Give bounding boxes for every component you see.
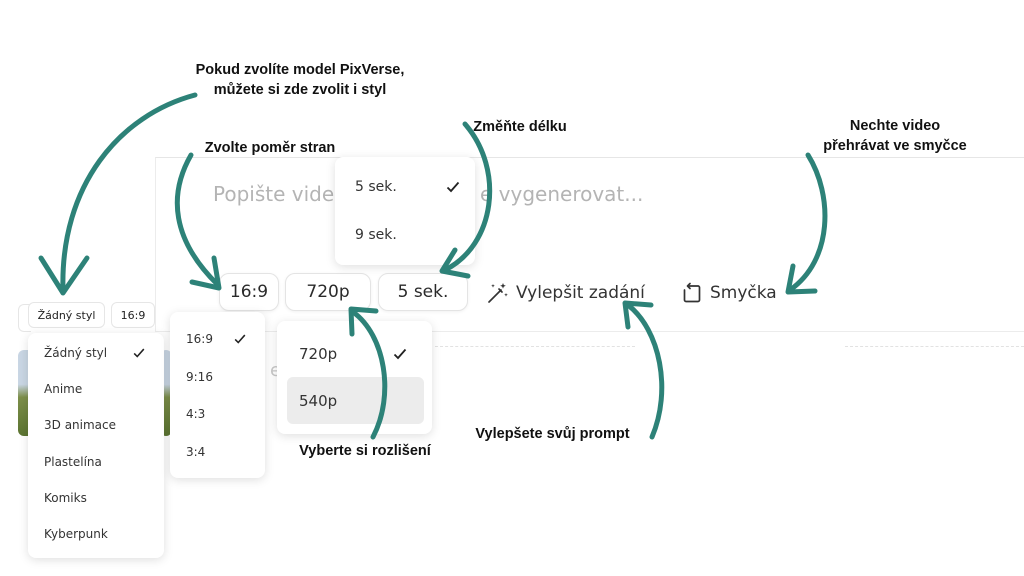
arrowhead-resolution <box>348 306 379 337</box>
check-icon <box>393 348 407 360</box>
check-icon <box>446 181 460 193</box>
resolution-option-label: 720p <box>299 345 338 363</box>
background-fragment: e <box>270 360 282 381</box>
aspect-option-3-4[interactable]: 3:4 <box>170 442 265 462</box>
style-option-3d-animation[interactable]: 3D animace <box>28 415 164 435</box>
resolution-option-540p[interactable]: 540p <box>287 377 424 424</box>
prompt-placeholder-left: Popište vide <box>213 182 335 206</box>
aspect-ratio-value: 16:9 <box>229 282 269 302</box>
arrowhead-loop <box>785 263 818 295</box>
aspect-option-label: 3:4 <box>186 445 206 459</box>
style-option-none[interactable]: Žádný styl <box>28 343 164 363</box>
aspect-option-4-3[interactable]: 4:3 <box>170 404 265 424</box>
prompt-input[interactable]: Popište vide <box>213 182 334 206</box>
style-menu: Žádný styl Anime 3D animace Plastelína K… <box>28 333 164 558</box>
arrow-enhance <box>625 302 665 440</box>
style-option-clay[interactable]: Plastelína <box>28 452 164 472</box>
duration-option-5s[interactable]: 5 sek. <box>335 175 475 199</box>
style-button[interactable]: Žádný styl <box>28 302 105 328</box>
annotation-loop-line2: přehrávat ve smyčce <box>823 138 967 154</box>
divider <box>435 346 635 347</box>
aspect-option-label: 16:9 <box>186 332 213 346</box>
small-aspect-ratio-button[interactable]: 16:9 <box>111 302 155 328</box>
annotation-resolution: Vyberte si rozlišení <box>299 443 431 459</box>
style-option-label: Komiks <box>44 491 87 505</box>
style-value: Žádný styl <box>37 308 96 322</box>
loop-icon <box>683 282 701 303</box>
arrow-aspect <box>174 152 221 288</box>
duration-option-9s[interactable]: 9 sek. <box>335 223 475 247</box>
duration-option-label: 9 sek. <box>355 227 397 243</box>
resolution-button[interactable]: 720p <box>285 273 371 311</box>
resolution-option-720p[interactable]: 720p <box>277 341 432 367</box>
resolution-option-label: 540p <box>299 391 338 410</box>
arrow-resolution <box>350 309 388 440</box>
style-option-comic[interactable]: Komiks <box>28 488 164 508</box>
enhance-prompt-button[interactable]: Vylepšit zadání <box>486 281 645 305</box>
arrow-style <box>60 92 198 293</box>
style-option-label: Plastelína <box>44 455 102 469</box>
resolution-value: 720p <box>306 282 350 302</box>
duration-value: 5 sek. <box>397 282 449 302</box>
aspect-option-9-16[interactable]: 9:16 <box>170 367 265 387</box>
arrowhead-duration <box>439 247 471 279</box>
loop-button[interactable]: Smyčka <box>680 281 777 305</box>
prompt-placeholder-right: e vygenerovat... <box>480 182 643 206</box>
arrowhead-aspect <box>189 255 222 291</box>
style-option-anime[interactable]: Anime <box>28 379 164 399</box>
annotation-aspect: Zvolte poměr stran <box>204 140 336 156</box>
aspect-option-16-9[interactable]: 16:9 <box>170 329 265 349</box>
duration-menu: 5 sek. 9 sek. <box>335 157 475 265</box>
style-option-cyberpunk[interactable]: Kyberpunk <box>28 524 164 544</box>
annotation-style-line2: můžete si zde zvolit i styl <box>213 82 387 98</box>
prompt-placeholder-right-text: e vygenerovat... <box>480 182 644 206</box>
small-aspect-ratio-value: 16:9 <box>120 308 146 322</box>
annotation-loop-line1: Nechte video <box>849 118 941 134</box>
style-option-label: Anime <box>44 382 83 396</box>
aspect-option-label: 4:3 <box>186 407 206 421</box>
divider <box>845 346 1024 347</box>
arrowhead-style <box>38 255 90 296</box>
aspect-option-label: 9:16 <box>186 370 213 384</box>
annotation-duration: Změňte délku <box>473 119 567 135</box>
check-icon <box>234 334 246 344</box>
arrow-loop <box>787 152 828 293</box>
arrow-duration <box>442 121 493 273</box>
annotation-style-line1: Pokud zvolíte model PixVerse, <box>195 62 405 78</box>
style-option-label: 3D animace <box>44 418 117 432</box>
style-option-label: Žádný styl <box>44 346 108 360</box>
card-edge <box>18 304 31 332</box>
loop-label: Smyčka <box>710 283 777 303</box>
style-option-label: Kyberpunk <box>44 527 108 541</box>
annotation-loop: Nechte video přehrávat ve smyčce <box>800 116 990 156</box>
aspect-ratio-button[interactable]: 16:9 <box>219 273 279 311</box>
annotation-enhance: Vylepšete svůj prompt <box>475 426 630 442</box>
check-icon <box>133 348 145 358</box>
enhance-prompt-label: Vylepšit zadání <box>516 283 645 303</box>
annotation-style: Pokud zvolíte model PixVerse, můžete si … <box>170 60 430 100</box>
resolution-menu: 720p 540p <box>277 321 432 434</box>
aspect-ratio-menu: 16:9 9:16 4:3 3:4 <box>170 312 265 478</box>
duration-button[interactable]: 5 sek. <box>378 273 468 311</box>
magic-wand-icon <box>488 283 508 303</box>
arrowhead-enhance <box>622 300 654 330</box>
duration-option-label: 5 sek. <box>355 179 397 195</box>
